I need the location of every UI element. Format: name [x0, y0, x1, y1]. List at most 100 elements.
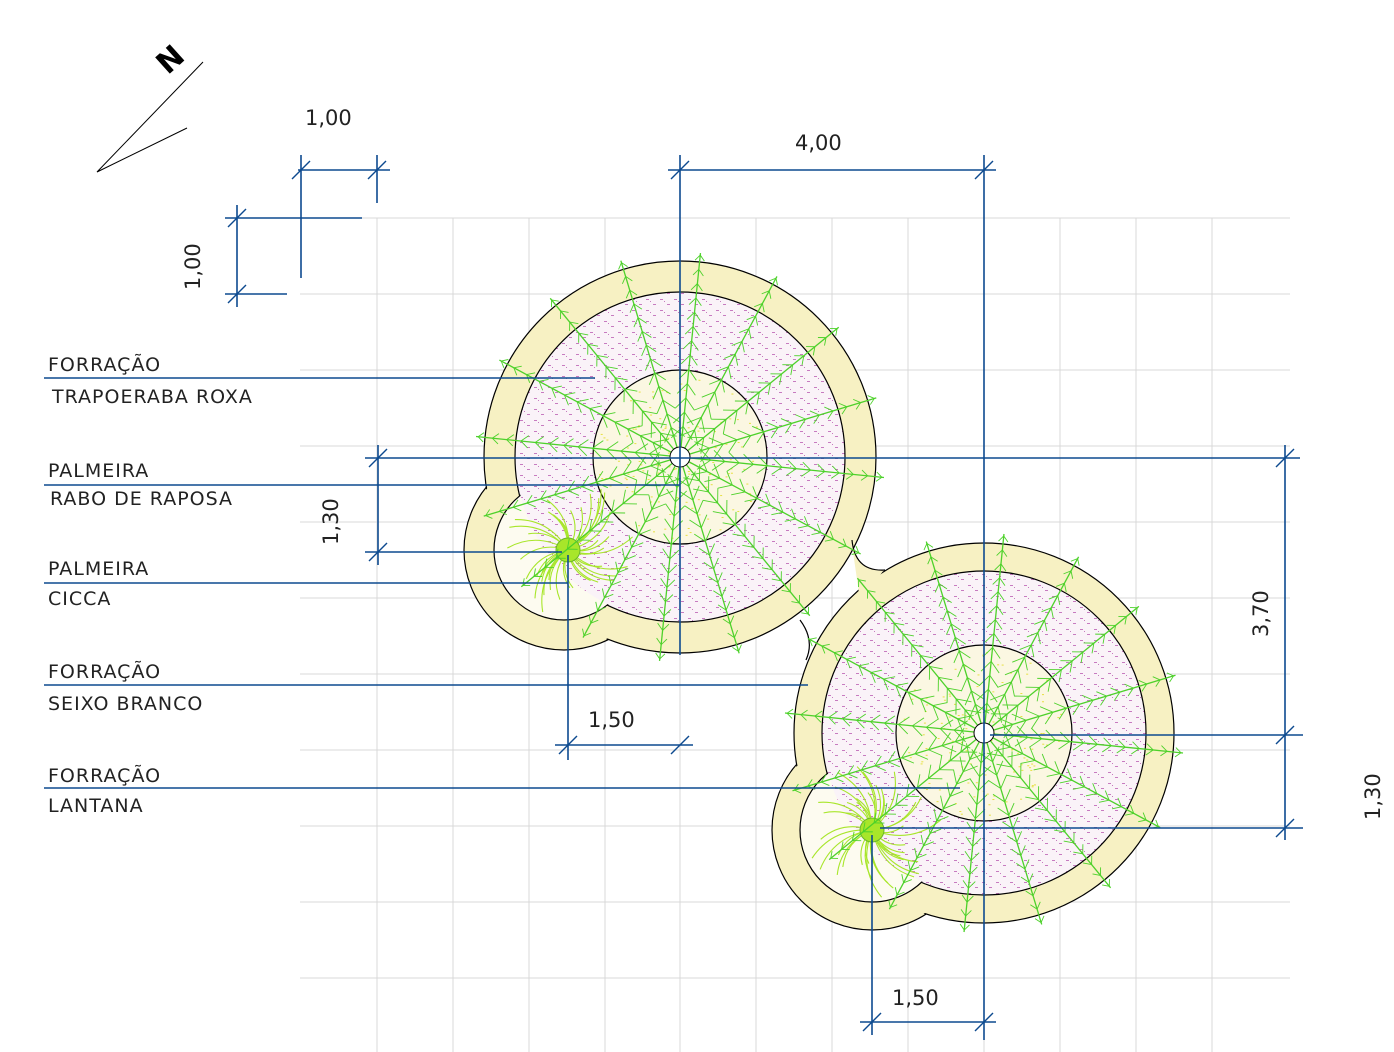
- palm-leaflet: [957, 663, 964, 678]
- palm-leaflet: [1069, 660, 1073, 673]
- label-2-line2: RABO DE RAPOSA: [50, 488, 233, 510]
- palm-leaflet: [1000, 563, 1007, 572]
- palm-leaflet: [968, 704, 976, 720]
- palm-leaflet: [1017, 669, 1022, 684]
- palm-leaflet: [752, 486, 759, 499]
- palm-leaflet: [1087, 744, 1098, 752]
- dim-tick: [291, 160, 311, 180]
- palm-leaflet: [1161, 745, 1168, 752]
- palm-leaflet: [633, 399, 648, 403]
- palm-leaflet: [786, 468, 797, 476]
- palm-leaflet: [861, 760, 868, 771]
- palm-leaflet: [967, 807, 976, 819]
- palm-leaflet: [884, 803, 888, 815]
- palm-leaflet: [791, 508, 797, 520]
- palm-leaflet: [581, 486, 594, 492]
- palm-leaflet: [779, 373, 783, 385]
- palm-leaflet: [629, 303, 635, 313]
- palm-leaflet: [679, 429, 695, 437]
- palm-leaflet: [1085, 793, 1097, 797]
- palm-leaflet: [723, 433, 738, 441]
- palm-leaflet: [566, 538, 570, 550]
- palm-leaflet: [540, 490, 547, 500]
- palm-leaflet: [1152, 676, 1161, 681]
- palm-leaflet: [549, 443, 558, 453]
- palm-leaflet: [960, 677, 968, 692]
- palm-leaflet: [624, 555, 636, 561]
- palm-leaflet: [972, 837, 982, 847]
- palm-leaflet: [1063, 583, 1067, 592]
- palm-leaflet: [631, 542, 644, 548]
- palm-leaflet: [702, 499, 718, 504]
- palm-leaflet: [662, 399, 676, 409]
- palm-leaflet: [1138, 819, 1147, 823]
- palm-leaflet: [655, 481, 660, 497]
- palm-leaflet: [621, 548, 626, 561]
- palm-leaflet: [895, 682, 909, 687]
- palm-leaflet: [990, 693, 1005, 701]
- palm-leaflet: [627, 425, 643, 430]
- palm-leaflet: [916, 774, 921, 788]
- palm-leaflet: [1037, 632, 1041, 645]
- palm-leaflet: [968, 792, 978, 805]
- palm-leaflet: [645, 358, 651, 371]
- palm-leaflet: [858, 579, 866, 582]
- dim-tick: [227, 284, 247, 304]
- palm-leaflet: [654, 372, 666, 381]
- palm-leaflet: [1031, 716, 1040, 729]
- palm-leaflet: [1034, 918, 1042, 923]
- palm-leaflet: [689, 519, 702, 529]
- palm-leaflet: [761, 303, 765, 313]
- palm-leaflet: [771, 466, 783, 475]
- dim-total-width: 4,00: [795, 131, 842, 155]
- plant-symbols: [475, 252, 1184, 933]
- palm-leaflet: [1024, 657, 1028, 671]
- palm-leaflet: [1010, 681, 1015, 697]
- label-5-line2: LANTANA: [48, 795, 144, 817]
- palm-leaflet: [955, 741, 971, 749]
- palm-leaflet: [684, 411, 694, 426]
- palm-leaflet: [992, 793, 1006, 803]
- palm-leaflet: [563, 438, 574, 446]
- palm-leaflet: [1041, 607, 1052, 613]
- palm-leaflet: [1124, 683, 1134, 689]
- palm-leaflet: [920, 695, 935, 700]
- palm-leaflet: [576, 401, 582, 413]
- palm-leaflet: [851, 552, 859, 555]
- palm-leaflet: [867, 590, 876, 593]
- palm-leaflet: [539, 378, 549, 382]
- palm-leaflet: [992, 577, 1000, 585]
- palm-leaflet: [637, 317, 647, 324]
- dim-tick: [862, 1012, 882, 1032]
- palm-leaflet: [522, 578, 525, 586]
- palm-leaflet: [821, 643, 830, 647]
- palm-leaflet: [737, 429, 751, 437]
- palm-leaflet: [1044, 620, 1048, 632]
- palm-leaflet: [1011, 713, 1027, 721]
- palm-leaflet: [1070, 570, 1074, 579]
- palm-leaflet: [655, 652, 661, 660]
- palm-top: [475, 252, 885, 662]
- palm-leaflet: [1012, 656, 1025, 663]
- palm-frond: [983, 732, 1112, 889]
- palm-leaflet: [801, 612, 809, 615]
- palm-leaflet: [591, 447, 602, 459]
- palm-leaflet: [1086, 699, 1094, 711]
- palm-leaflet: [833, 652, 838, 661]
- palm-leaflet: [1101, 745, 1112, 753]
- palm-leaflet: [925, 726, 937, 739]
- palm-leaflet: [652, 442, 660, 458]
- north-arrow-icon: [96, 61, 204, 173]
- palm-leaflet: [670, 535, 682, 546]
- palm-leaflet: [685, 397, 695, 411]
- palm-leaflet: [846, 467, 854, 475]
- palm-leaflet: [969, 778, 979, 791]
- palm-leaflet: [926, 718, 939, 728]
- palm-leaflet: [621, 276, 626, 285]
- palm-leaflet: [739, 328, 750, 333]
- palm-leaflet: [830, 851, 833, 859]
- palm-leaflet: [936, 816, 949, 822]
- palm-leaflet: [941, 732, 951, 746]
- palm-leaflet: [949, 637, 956, 650]
- palm-leaflet: [845, 474, 854, 480]
